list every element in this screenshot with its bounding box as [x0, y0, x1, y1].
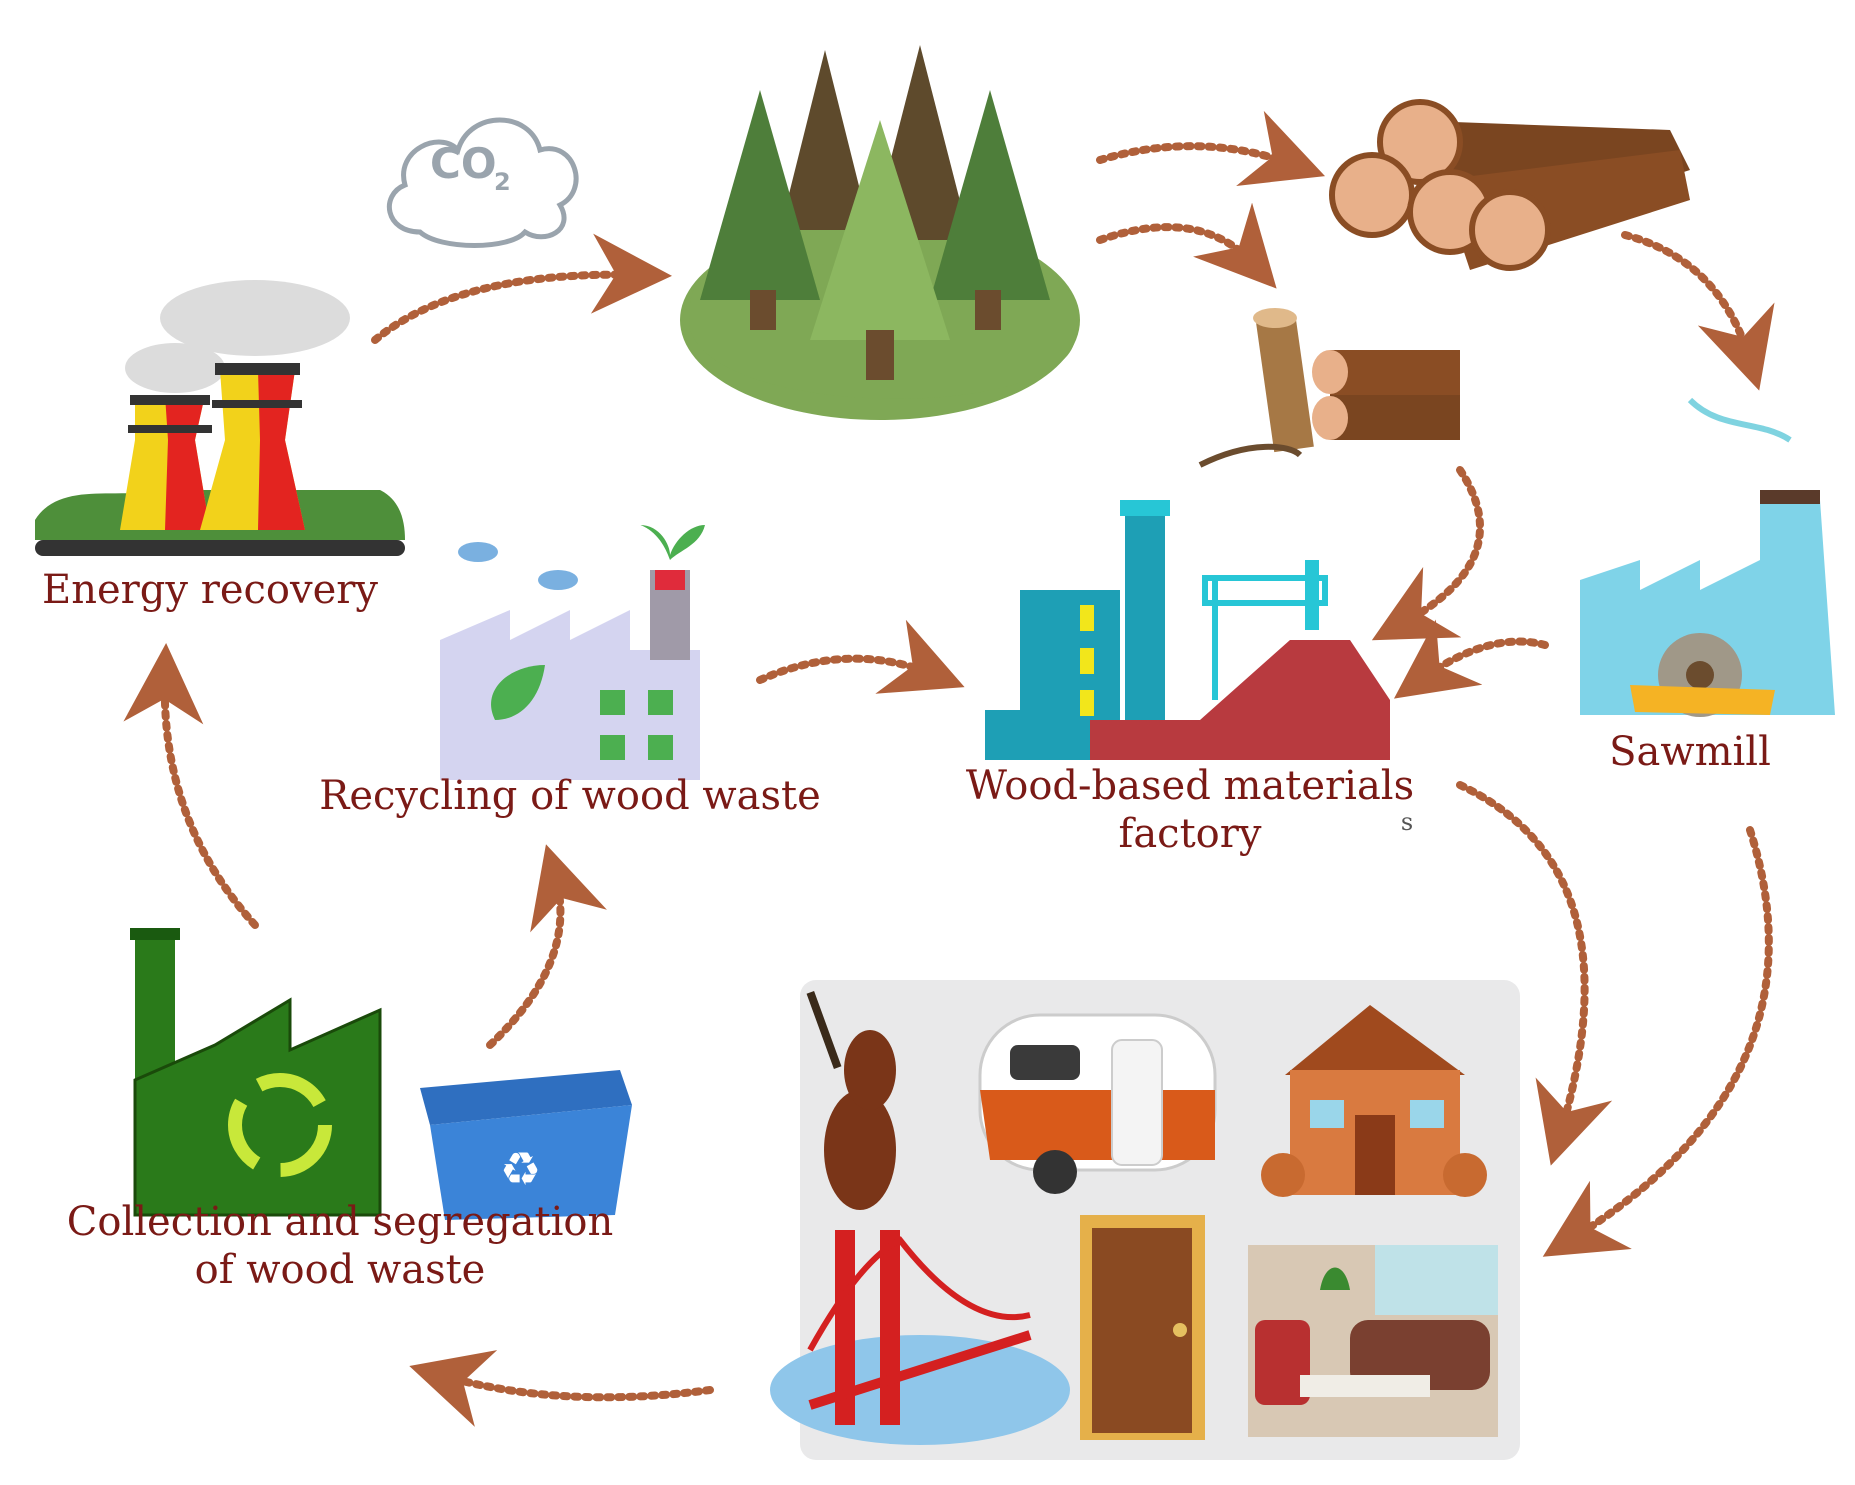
- label-collection-line1: Collection and segregation: [66, 1199, 614, 1245]
- bridge-icon: [770, 1230, 1070, 1445]
- arrow-forest-to-stump: [1096, 202, 1277, 289]
- label-collection: Collection and segregation of wood waste: [60, 1198, 620, 1294]
- stray-label-s: s: [1400, 808, 1414, 836]
- arrow-products-to-collection: [409, 1350, 714, 1427]
- house-icon: [1261, 1005, 1487, 1197]
- label-recycling: Recycling of wood waste: [319, 773, 821, 819]
- camper-icon: [978, 1013, 1217, 1194]
- wood-factory-icon: [985, 500, 1390, 760]
- door-icon: [1080, 1215, 1205, 1440]
- label-sawmill: Sawmill: [1609, 729, 1771, 775]
- logs-icon: [1329, 99, 1690, 271]
- arrow-sawmill-to-factory: [1393, 619, 1549, 699]
- label-energy-recovery: Energy recovery: [42, 567, 378, 613]
- label-wood-factory-line1: Wood-based materials: [965, 763, 1415, 809]
- forest-icon: [680, 45, 1080, 420]
- arrow-energy-to-forest: [371, 233, 672, 344]
- recycle-symbol-icon: [228, 1073, 332, 1177]
- flow-arrows: [123, 110, 1775, 1427]
- collection-factory-icon: [130, 928, 382, 1217]
- label-wood-factory: Wood-based materials factory: [930, 762, 1450, 858]
- svg-text:♻: ♻: [500, 1142, 541, 1196]
- co2-label: CO: [430, 139, 497, 188]
- sawmill-icon: [1580, 397, 1835, 717]
- arrow-collection-to-energy: [123, 643, 259, 929]
- arrow-recycling-to-factory: [756, 619, 965, 694]
- power-plant-icon: [35, 280, 405, 556]
- arrow-logs-to-sawmill: [1621, 231, 1775, 391]
- violin-icon: [806, 991, 896, 1210]
- recycling-bin-icon: ♻: [420, 1070, 632, 1220]
- stump-icon: [1198, 308, 1460, 468]
- arrow-sawmill-to-products: [1542, 826, 1773, 1257]
- label-collection-line2: of wood waste: [194, 1247, 486, 1293]
- arrow-factory-to-products: [1456, 781, 1613, 1166]
- arrow-forest-to-logs: [1096, 110, 1326, 186]
- living-room-icon: [1248, 1245, 1498, 1437]
- co2-subscript: 2: [494, 168, 511, 196]
- label-wood-factory-line2: factory: [1118, 811, 1262, 857]
- recycling-factory-icon: [440, 525, 705, 780]
- arrow-collection-to-recycling: [486, 844, 607, 1049]
- co2-cloud-icon: CO 2: [386, 117, 579, 248]
- arrow-stump-to-factory: [1371, 466, 1484, 641]
